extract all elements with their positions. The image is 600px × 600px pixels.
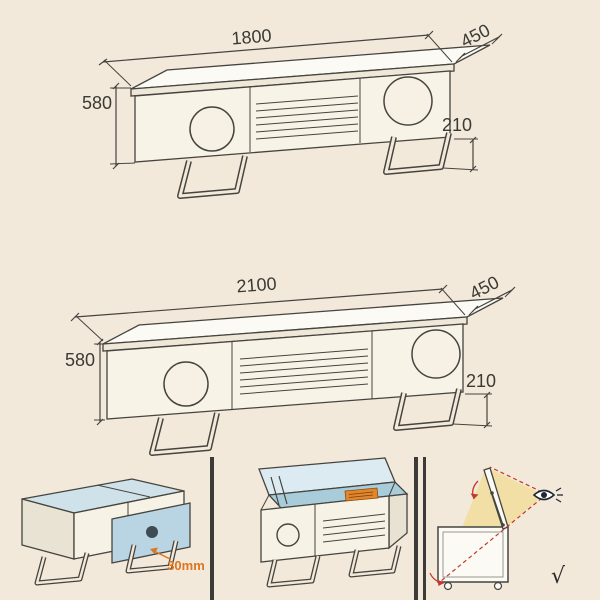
clearance-dimension: 210 [452,371,496,429]
sightline-upper [489,466,543,493]
lid-motion-arrowhead [470,493,479,499]
flip-top-detail-panel [258,457,409,588]
inside-label [344,487,379,502]
depth-dimension: 450 [455,20,503,63]
speaker-circle [189,106,235,152]
metal-legs [149,388,462,456]
width-dimension: 1800 [98,25,453,87]
viewing-angle-detail-panel: √ [429,466,566,591]
drawer-detail-panel: 30mm [21,478,205,586]
label-text-line [348,494,374,498]
caster-wheel [443,581,453,591]
tabletop-edge [102,316,468,352]
slat-vent [255,95,359,140]
metal-legs [266,545,402,588]
width-label: 2100 [236,274,277,297]
tabletop-edge [130,63,455,97]
metal-legs [34,540,179,586]
gas-strut [270,476,280,506]
gas-strut [491,492,504,526]
drawer-knob [146,526,158,538]
checkmark: √ [551,564,566,589]
height-label: 580 [65,350,95,370]
speaker-circle [276,523,300,547]
base-motion-arrowhead [437,579,444,586]
gas-strut [278,475,288,505]
speaker-circle [383,76,433,126]
inner-wall [442,531,504,578]
panel-divider [210,457,214,600]
panel-divider [423,457,426,600]
clearance-label: 210 [442,115,472,135]
caster-wheel [493,581,503,591]
speaker-circle [411,329,461,379]
label-text-line [348,491,374,495]
height-label: 580 [82,93,112,113]
speaker-circle [163,361,209,407]
eye-icon [532,487,563,503]
open-lid-profile [483,467,509,530]
rim-edge [260,494,270,511]
thickness-annotation: 30mm [167,558,205,573]
tv-stand-2100-diagram: 2100 450 580 210 [65,272,516,456]
height-dimension: 580 [65,338,105,426]
clearance-dimension: 210 [442,115,479,173]
top-seam [96,484,151,498]
annotation-arrowhead [150,547,158,554]
strut-pivot [501,523,505,527]
width-dimension: 2100 [70,274,466,342]
slat-vent [239,348,369,395]
slat-vent [322,513,386,543]
metal-legs [177,132,452,199]
cabinet-side [388,493,408,550]
sightline-lower [440,497,543,582]
height-dimension: 580 [82,82,136,170]
tv-stand-1800-diagram: 1800 450 580 210 [82,20,503,199]
clearance-label: 210 [466,371,496,391]
rim-edge [388,481,396,497]
width-label: 1800 [231,25,273,48]
panel-divider [414,457,418,600]
strut-pivot [490,491,494,495]
